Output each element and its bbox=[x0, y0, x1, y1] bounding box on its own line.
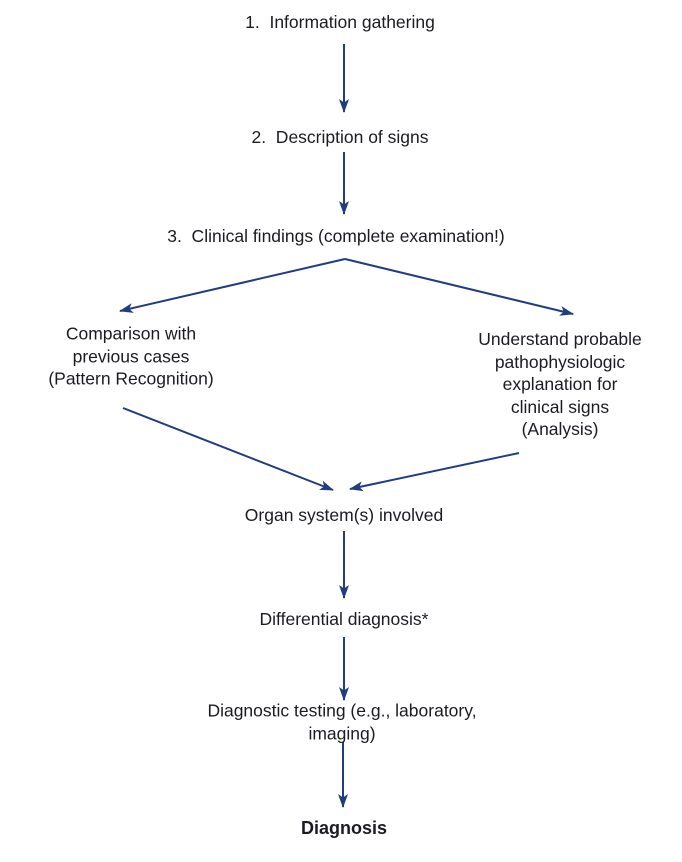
node-pathophysiologic-analysis: Understand probable pathophysiologic exp… bbox=[478, 328, 642, 439]
node-information-gathering: 1. Information gathering bbox=[245, 11, 435, 32]
node-differential-diagnosis: Differential diagnosis* bbox=[259, 608, 429, 629]
arrow-comparison-to-organ bbox=[122, 407, 334, 491]
arrow-step3-to-understand bbox=[344, 258, 574, 316]
node-pattern-recognition: Comparison with previous cases (Pattern … bbox=[48, 323, 214, 389]
node-diagnosis: Diagnosis bbox=[300, 817, 388, 838]
arrow-understand-to-organ bbox=[349, 452, 520, 492]
node-clinical-findings: 3. Clinical findings (complete examinati… bbox=[167, 225, 505, 246]
node-organ-systems-involved: Organ system(s) involved bbox=[244, 504, 444, 525]
node-diagnostic-testing: Diagnostic testing (e.g., laboratory, im… bbox=[207, 700, 482, 744]
node-description-of-signs: 2. Description of signs bbox=[251, 126, 429, 147]
arrow-step3-to-comparison bbox=[119, 258, 346, 313]
